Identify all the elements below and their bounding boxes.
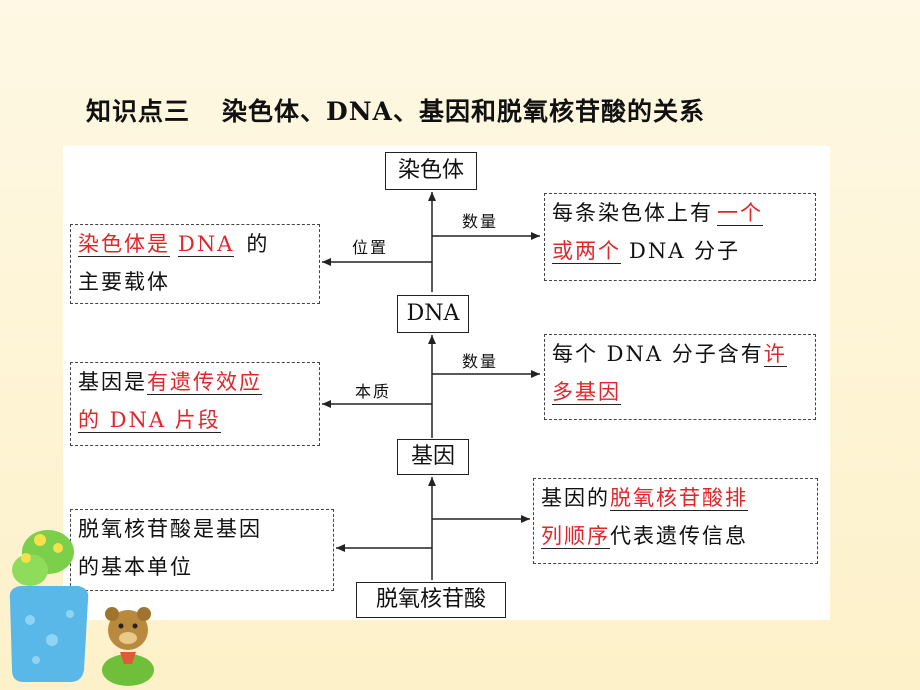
note-text: 每条染色体上有 xyxy=(552,201,713,225)
note-red-text: 染色体是 xyxy=(78,232,170,257)
node-dna: DNA xyxy=(397,295,469,333)
note-red-text: 一个 xyxy=(717,201,763,226)
decorative-illustration xyxy=(9,530,154,686)
note-gene-definition: 基因是有遗传效应 的 DNA 片段 xyxy=(70,362,320,446)
note-chromosome-carrier: 染色体是 DNA 的 主要载体 xyxy=(70,224,320,304)
note-red-text: 许 xyxy=(763,342,787,367)
note-text: 的基本单位 xyxy=(78,555,193,579)
edge-label-quantity-mid: 数量 xyxy=(462,352,499,371)
note-text: 基因是 xyxy=(78,370,147,394)
node-gene: 基因 xyxy=(397,439,469,475)
note-red-text: 或两个 xyxy=(552,239,621,264)
note-genetic-information: 基因的脱氧核苷酸排 列顺序代表遗传信息 xyxy=(533,478,818,564)
note-genes-per-dna: 每个 DNA 分子含有许 多基因 xyxy=(544,334,816,420)
note-text: 主要载体 xyxy=(78,270,170,294)
note-red-text: 脱氧核苷酸排 xyxy=(610,486,748,511)
note-text: 代表遗传信息 xyxy=(610,524,748,548)
note-red-text: 的 DNA 片段 xyxy=(78,408,221,433)
note-text: 脱氧核苷酸是基因 xyxy=(78,517,262,541)
note-basic-unit: 脱氧核苷酸是基因 的基本单位 xyxy=(70,509,334,591)
note-text: 基因的 xyxy=(541,486,610,510)
note-dna-per-chromosome: 每条染色体上有一个 或两个 DNA 分子 xyxy=(544,193,816,281)
edge-label-quantity-top: 数量 xyxy=(462,212,499,231)
note-red-text: 多基因 xyxy=(552,380,621,405)
note-text: 每个 DNA 分子含有 xyxy=(552,342,764,366)
note-text: DNA 分子 xyxy=(629,239,741,263)
flower-pot-icon xyxy=(9,530,89,682)
teddy-bear-icon xyxy=(102,607,154,686)
note-text: 的 xyxy=(246,232,270,256)
edge-label-essence: 本质 xyxy=(355,382,392,401)
title-section: 知识点三 xyxy=(86,97,191,126)
title-topic: 染色体、DNA、基因和脱氧核苷酸的关系 xyxy=(222,97,705,126)
node-nucleotide: 脱氧核苷酸 xyxy=(356,582,506,618)
node-chromosome: 染色体 xyxy=(385,152,477,190)
edge-label-position: 位置 xyxy=(352,238,389,257)
note-red-text: DNA xyxy=(178,232,235,257)
slide-title: 知识点三 染色体、DNA、基因和脱氧核苷酸的关系 xyxy=(86,92,705,128)
note-red-text: 有遗传效应 xyxy=(147,370,262,395)
note-red-text: 列顺序 xyxy=(541,524,610,549)
